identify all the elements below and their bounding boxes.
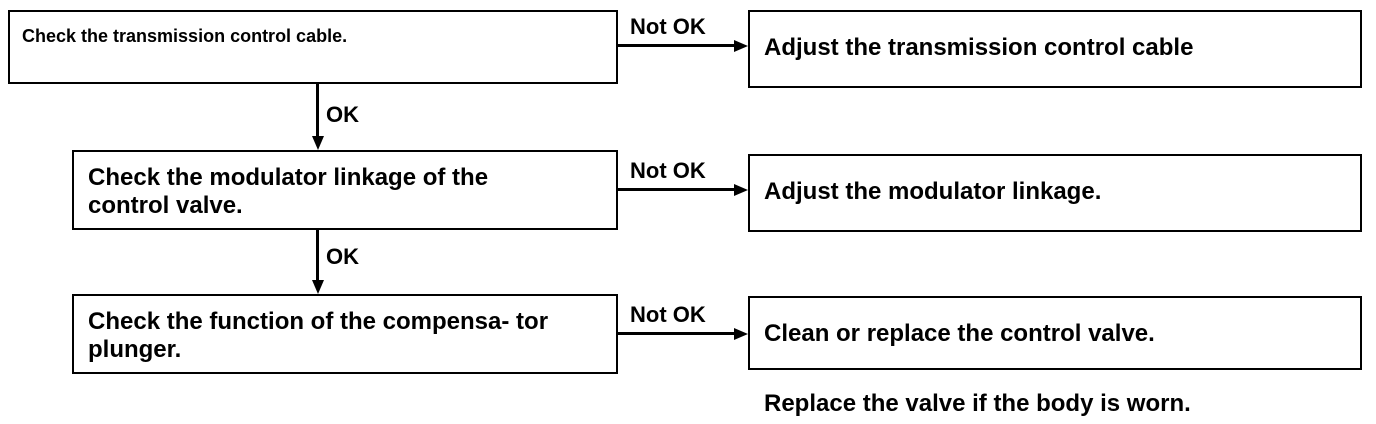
action-box-3: Clean or replace the control valve. (748, 296, 1362, 370)
action-1-text: Adjust the transmission control cable (764, 34, 1194, 61)
action-box-1: Adjust the transmission control cable (748, 10, 1362, 88)
arrow-right-icon (734, 183, 748, 196)
step-box-2: Check the modulator linkage of the contr… (72, 150, 618, 230)
step-3-text: Check the function of the compensa- tor … (88, 308, 549, 363)
note-text: Replace the valve if the body is worn. (764, 390, 1191, 417)
action-3-text: Clean or replace the control valve. (764, 320, 1155, 347)
arrow-right-icon (734, 327, 748, 340)
arrow-down-icon (311, 136, 324, 150)
ok-connector-2 (316, 230, 319, 282)
not-ok-connector-3 (618, 332, 736, 335)
step-box-3: Check the function of the compensa- tor … (72, 294, 618, 374)
not-ok-connector-1 (618, 44, 736, 47)
ok-connector-1 (316, 84, 319, 138)
arrow-down-icon (311, 280, 324, 294)
not-ok-label-3: Not OK (630, 302, 706, 327)
arrow-right-icon (734, 39, 748, 52)
step-box-1: Check the transmission control cable. (8, 10, 618, 84)
not-ok-connector-2 (618, 188, 736, 191)
not-ok-label-2: Not OK (630, 158, 706, 183)
ok-label-2: OK (326, 244, 359, 269)
step-2-text: Check the modulator linkage of the contr… (88, 164, 489, 219)
action-box-2: Adjust the modulator linkage. (748, 154, 1362, 232)
step-1-text: Check the transmission control cable. (22, 26, 348, 46)
not-ok-label-1: Not OK (630, 14, 706, 39)
action-2-text: Adjust the modulator linkage. (764, 178, 1102, 205)
ok-label-1: OK (326, 102, 359, 127)
